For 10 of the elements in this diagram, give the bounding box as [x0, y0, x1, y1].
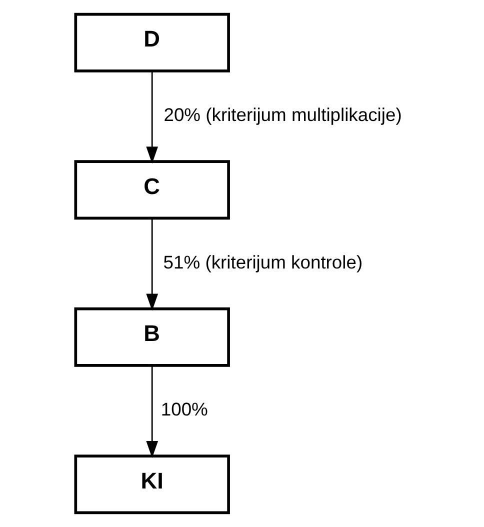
node-box: D [74, 12, 230, 72]
edge-label: 20% (kriterijum multiplikacije) [164, 104, 402, 126]
arrow [146, 366, 158, 458]
edge-label: 100% [160, 398, 208, 420]
node-box: B [74, 307, 230, 367]
node-box: C [74, 160, 230, 220]
node-box: KI [74, 454, 230, 514]
edge-label: 51% (kriterijum kontrole) [163, 251, 363, 272]
arrow [146, 218, 158, 311]
arrow [146, 71, 158, 164]
